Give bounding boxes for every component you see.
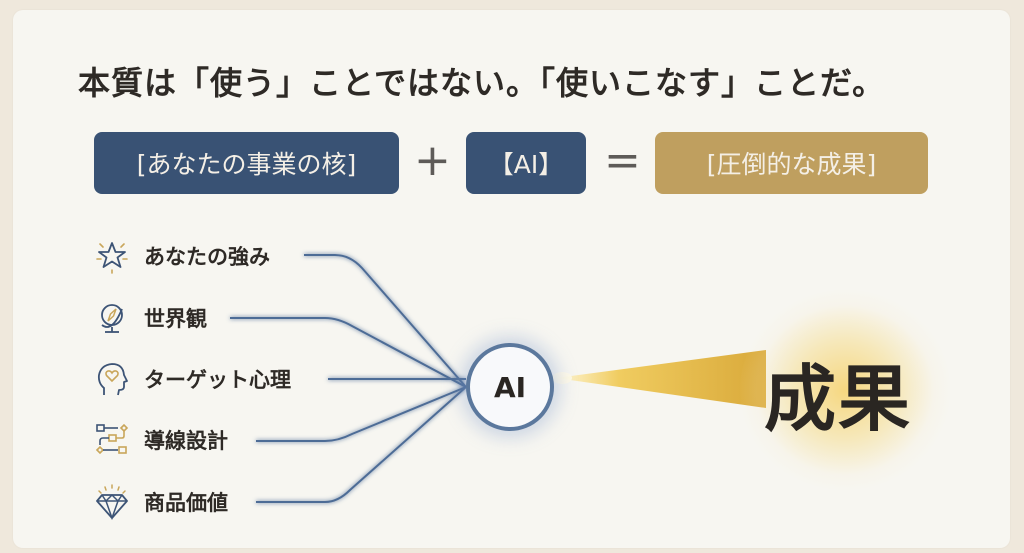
flow-icon xyxy=(95,423,129,455)
result-glow xyxy=(740,290,950,490)
term-business-core: [あなたの事業の核] xyxy=(94,132,399,194)
input-label: 世界観 xyxy=(144,307,207,331)
result-label: 成果 xyxy=(764,357,913,441)
input-product-value: 商品価値 xyxy=(94,484,228,520)
headline: 本質は「使う」ことではない。「使いこなす」ことだ。 xyxy=(78,64,886,102)
output-beam xyxy=(556,350,766,408)
input-label: ターゲット心理 xyxy=(144,368,291,392)
input-label: 導線設計 xyxy=(144,429,228,453)
connector-flow xyxy=(256,386,467,442)
input-target-psychology: ターゲット心理 xyxy=(94,361,291,397)
input-worldview: 世界観 xyxy=(94,300,207,336)
input-label: あなたの強み xyxy=(144,245,270,269)
ai-hub-node: AI xyxy=(466,343,554,431)
connector-strengths xyxy=(304,254,467,388)
head-heart-icon xyxy=(97,363,128,396)
input-label: 商品価値 xyxy=(144,491,228,515)
term-result: [圧倒的な成果] xyxy=(655,132,928,194)
term-ai: 【AI】 xyxy=(466,132,586,194)
diamond-icon xyxy=(96,484,128,520)
input-strengths: あなたの強み xyxy=(94,238,270,274)
input-flow-design: 導線設計 xyxy=(94,422,228,458)
connector-product xyxy=(256,386,467,503)
globe-icon xyxy=(101,304,123,333)
star-icon xyxy=(96,242,128,274)
equals-sign: = xyxy=(604,135,641,186)
connector-worldview xyxy=(230,317,467,388)
plus-sign: + xyxy=(414,135,451,186)
